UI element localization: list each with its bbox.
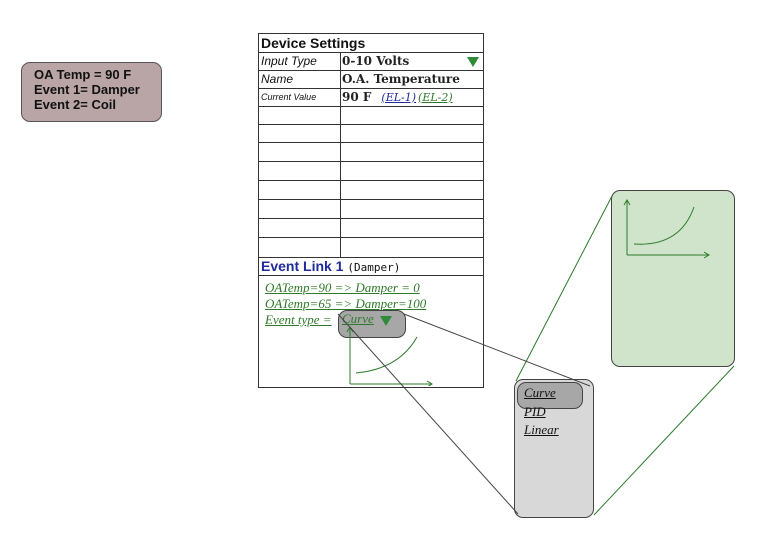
event-link-title-text: Event Link 1 <box>261 258 344 274</box>
event-rule-2: OATemp=65 => Damper=100 <box>265 296 427 311</box>
input-type-select[interactable]: 0-10 Volts <box>339 52 483 70</box>
option-pid[interactable]: PID <box>524 404 546 419</box>
empty-row <box>259 142 483 162</box>
curve-preview-graph-icon <box>623 199 710 259</box>
row-input-type[interactable]: Input Type 0-10 Volts <box>259 52 483 71</box>
row-name[interactable]: Name O.A. Temperature <box>259 70 483 89</box>
option-linear[interactable]: Linear <box>524 422 559 437</box>
event-link-title: Event Link 1 (Damper) <box>261 258 400 274</box>
empty-cell <box>259 124 341 142</box>
option-curve[interactable]: Curve <box>524 385 556 400</box>
empty-cell <box>259 106 341 124</box>
panel-title: Device Settings <box>261 35 366 51</box>
event-link-header: Event Link 1 (Damper) <box>259 257 483 276</box>
empty-cell <box>259 218 341 237</box>
event-rule-1: OATemp=90 => Damper = 0 <box>265 280 420 295</box>
event-type-label: Event type = <box>265 312 332 327</box>
empty-row <box>259 199 483 219</box>
status-line-oa-temp: OA Temp = 90 F <box>34 67 132 82</box>
empty-row <box>259 124 483 143</box>
preview-connector-top <box>515 195 613 382</box>
event-link-1-link[interactable]: (EL-1) <box>381 90 417 104</box>
empty-cell <box>259 161 341 180</box>
name-field[interactable]: O.A. Temperature <box>339 70 483 88</box>
curve-preview-panel <box>611 190 735 367</box>
current-value-cell: 90 F (EL-1) (EL-2) <box>339 88 483 106</box>
event-link-2-link[interactable]: (EL-2) <box>418 90 453 104</box>
current-value: 90 F <box>342 90 372 104</box>
empty-cell <box>259 142 341 161</box>
name-value: O.A. Temperature <box>342 72 460 86</box>
curve-graph-icon <box>346 326 433 386</box>
label-current-value: Current Value <box>259 88 341 106</box>
preview-connector-bottom <box>593 365 735 516</box>
status-line-event-1: Event 1= Damper <box>34 82 140 97</box>
dropdown-arrow-icon[interactable] <box>467 57 479 67</box>
label-input-type: Input Type <box>259 52 341 70</box>
status-line-event-2: Event 2= Coil <box>34 97 116 112</box>
device-settings-panel: Device Settings Input Type 0-10 Volts Na… <box>258 33 484 388</box>
device-settings-header: Device Settings <box>259 34 483 53</box>
row-current-value: Current Value 90 F (EL-1) (EL-2) <box>259 88 483 107</box>
empty-row <box>259 237 483 258</box>
empty-row <box>259 106 483 125</box>
empty-cell <box>259 237 341 257</box>
empty-cell <box>259 180 341 199</box>
empty-cell <box>259 199 341 218</box>
empty-row <box>259 218 483 238</box>
label-name: Name <box>259 70 341 88</box>
event-link-subtitle: (Damper) <box>347 261 401 274</box>
input-type-value: 0-10 Volts <box>342 54 410 68</box>
event-type-dropdown-list: Curve PID Linear <box>514 379 594 518</box>
empty-row <box>259 180 483 200</box>
status-callout: OA Temp = 90 F Event 1= Damper Event 2= … <box>21 62 162 122</box>
empty-row <box>259 161 483 181</box>
